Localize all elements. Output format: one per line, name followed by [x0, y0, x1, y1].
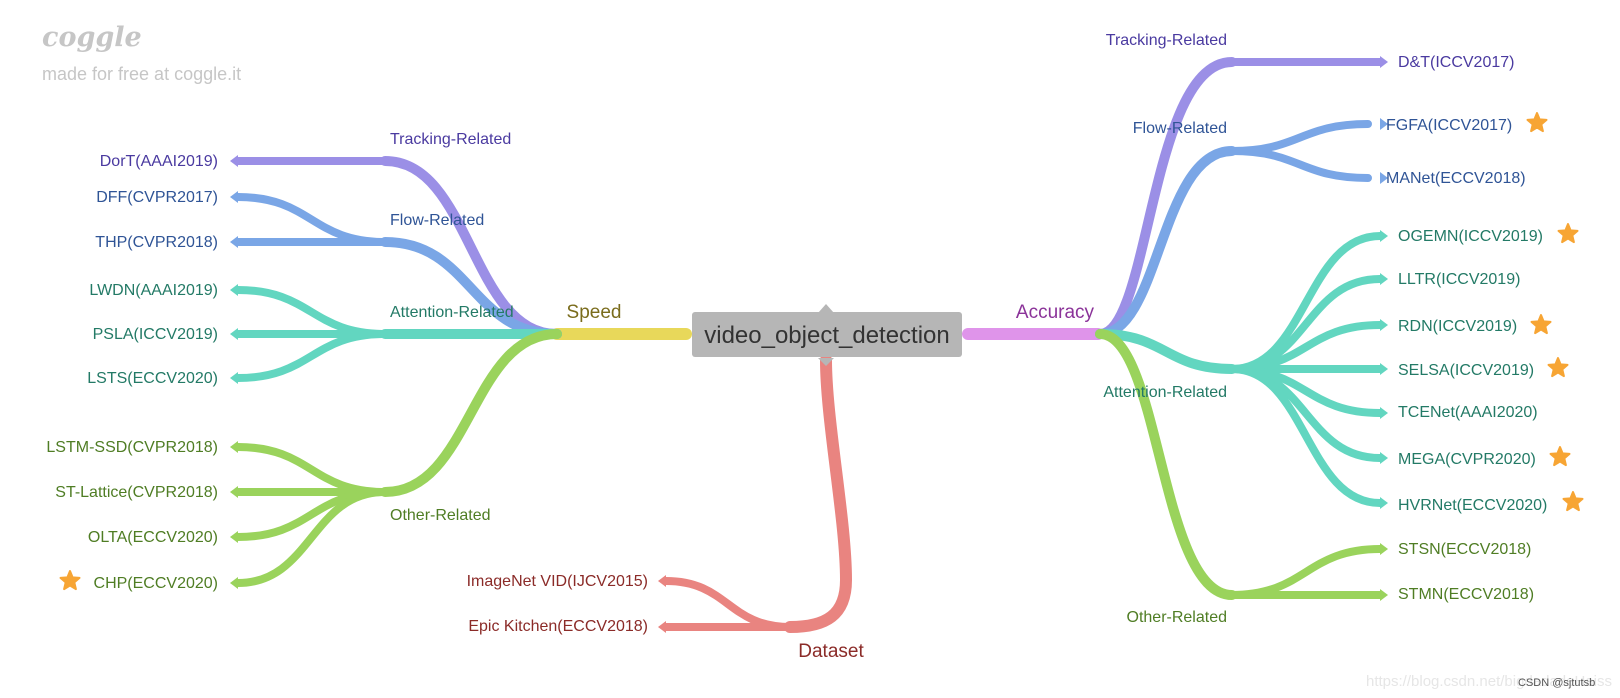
leaf-rdn[interactable]: RDN(ICCV2019) — [1398, 318, 1517, 335]
dataset-trunk — [784, 354, 853, 633]
speed-leaf-tip-9 — [230, 577, 238, 589]
star-icon-fgfa — [1526, 112, 1548, 133]
speed-attention-label[interactable]: Attention-Related — [390, 304, 514, 321]
speed-leaf-tip-7 — [230, 486, 238, 498]
accuracy-edge-tracking — [1095, 57, 1237, 339]
accuracy-leaf-tip-6 — [1380, 363, 1388, 375]
leaf-mega[interactable]: MEGA(CVPR2020) — [1398, 451, 1536, 468]
leaf-fgfa[interactable]: FGFA(ICCV2017) — [1386, 117, 1512, 134]
accuracy-leaf-tip-3 — [1380, 230, 1388, 242]
speed-flow-label[interactable]: Flow-Related — [390, 212, 484, 229]
speed-leaf-tip-0 — [230, 155, 238, 167]
accuracy-tracking-label[interactable]: Tracking-Related — [1106, 32, 1227, 49]
root-box — [692, 312, 962, 357]
accuracy-attention-label[interactable]: Attention-Related — [1103, 384, 1227, 401]
leaf-ogemn[interactable]: OGEMN(ICCV2019) — [1398, 228, 1543, 245]
speed-leaf-tip-8 — [230, 531, 238, 543]
star-icon-hvrnet — [1562, 491, 1584, 512]
leaf-imagenet-vid[interactable]: ImageNet VID(IJCV2015) — [467, 573, 648, 590]
leaf-lstm-ssd[interactable]: LSTM-SSD(CVPR2018) — [46, 439, 218, 456]
speed-leaf-tip-5 — [230, 372, 238, 384]
leaf-selsa[interactable]: SELSA(ICCV2019) — [1398, 362, 1534, 379]
star-icon-chp — [59, 570, 81, 591]
star-icon-rdn — [1530, 314, 1552, 335]
dataset-leaf-tip-1 — [658, 621, 666, 633]
accuracy-flow-leaf-edge-1 — [1228, 147, 1372, 182]
accuracy-leaf-tip-2 — [1380, 172, 1388, 184]
leaf-dt[interactable]: D&T(ICCV2017) — [1398, 54, 1514, 71]
accuracy-leaf-tip-5 — [1380, 319, 1388, 331]
root-node[interactable]: video_object_detection — [692, 304, 962, 366]
accuracy-flow-leaf-edge-0 — [1228, 120, 1372, 155]
leaf-thp[interactable]: THP(CVPR2018) — [95, 234, 218, 251]
leaf-chp[interactable]: CHP(ECCV2020) — [94, 575, 218, 592]
speed-leaf-tip-6 — [230, 441, 238, 453]
coggle-logo: coggle — [42, 22, 142, 53]
dataset-leaf-edge-0 — [662, 577, 794, 631]
accuracy-edge-other — [1095, 329, 1237, 600]
speed-leaf-tip-2 — [230, 236, 238, 248]
branch-edges — [230, 56, 1388, 633]
speed-attention-leaf-edge-2 — [234, 330, 389, 382]
speed-tracking-label[interactable]: Tracking-Related — [390, 131, 511, 148]
accuracy-leaf-tip-10 — [1380, 543, 1388, 555]
accuracy-edge-attention — [1095, 329, 1237, 374]
accuracy-leaf-tip-11 — [1380, 589, 1388, 601]
accuracy-branch-label[interactable]: Accuracy — [1016, 302, 1095, 323]
accuracy-leaf-tip-7 — [1380, 407, 1388, 419]
dataset-branch-label[interactable]: Dataset — [798, 641, 864, 662]
leaf-psla[interactable]: PSLA(ICCV2019) — [93, 326, 218, 343]
leaf-olta[interactable]: OLTA(ECCV2020) — [88, 529, 218, 546]
star-icon-selsa — [1547, 357, 1569, 378]
speed-edge-other — [380, 329, 562, 497]
speed-flow-leaf-edge-0 — [234, 193, 389, 246]
watermark-url: https://blog.csdn.net/bigdadadeHaiss — [1366, 673, 1612, 690]
accuracy-attention-leaf-edge-6 — [1228, 365, 1384, 507]
leaf-manet[interactable]: MANet(ECCV2018) — [1386, 170, 1526, 187]
leaf-epic-kitchen[interactable]: Epic Kitchen(ECCV2018) — [468, 618, 648, 635]
speed-other-label[interactable]: Other-Related — [390, 507, 491, 524]
star-markers — [59, 112, 1584, 591]
watermark-tag: CSDN @sjtutsb — [1518, 677, 1595, 689]
dataset-leaf-tip-0 — [658, 575, 666, 587]
leaf-dort[interactable]: DorT(AAAI2019) — [100, 153, 218, 170]
coggle-tagline: made for free at coggle.it — [42, 64, 241, 84]
speed-other-leaf-edge-3 — [234, 488, 389, 587]
leaf-dff[interactable]: DFF(CVPR2017) — [96, 189, 218, 206]
accuracy-leaf-tip-4 — [1380, 273, 1388, 285]
leaf-lltr[interactable]: LLTR(ICCV2019) — [1398, 271, 1520, 288]
accuracy-leaf-tip-8 — [1380, 452, 1388, 464]
leaf-lwdn[interactable]: LWDN(AAAI2019) — [89, 282, 218, 299]
accuracy-other-leaf-edge-0 — [1228, 545, 1384, 599]
accuracy-flow-label[interactable]: Flow-Related — [1133, 120, 1227, 137]
speed-leaf-tip-1 — [230, 191, 238, 203]
speed-leaf-tip-3 — [230, 284, 238, 296]
leaf-hvrnet[interactable]: HVRNet(ECCV2020) — [1398, 497, 1547, 514]
accuracy-leaf-tip-9 — [1380, 497, 1388, 509]
accuracy-edge-flow — [1095, 146, 1237, 339]
speed-branch-label[interactable]: Speed — [567, 302, 622, 323]
star-icon-ogemn — [1557, 223, 1579, 244]
root-top-notch — [818, 304, 834, 313]
leaf-stmn[interactable]: STMN(ECCV2018) — [1398, 586, 1534, 603]
leaf-st-lattice[interactable]: ST-Lattice(CVPR2018) — [55, 484, 218, 501]
leaf-stsn[interactable]: STSN(ECCV2018) — [1398, 541, 1531, 558]
leaf-tcenet[interactable]: TCENet(AAAI2020) — [1398, 404, 1538, 421]
accuracy-leaf-tip-0 — [1380, 56, 1388, 68]
root-label: video_object_detection — [704, 322, 950, 349]
accuracy-other-label[interactable]: Other-Related — [1127, 609, 1228, 626]
speed-leaf-tip-4 — [230, 328, 238, 340]
root-bottom-notch — [818, 358, 834, 366]
speed-other-leaf-edge-0 — [234, 443, 389, 496]
speed-attention-leaf-edge-0 — [234, 286, 389, 338]
accuracy-leaf-tip-1 — [1380, 118, 1388, 130]
star-icon-mega — [1549, 446, 1571, 467]
leaf-lsts[interactable]: LSTS(ECCV2020) — [87, 370, 218, 387]
